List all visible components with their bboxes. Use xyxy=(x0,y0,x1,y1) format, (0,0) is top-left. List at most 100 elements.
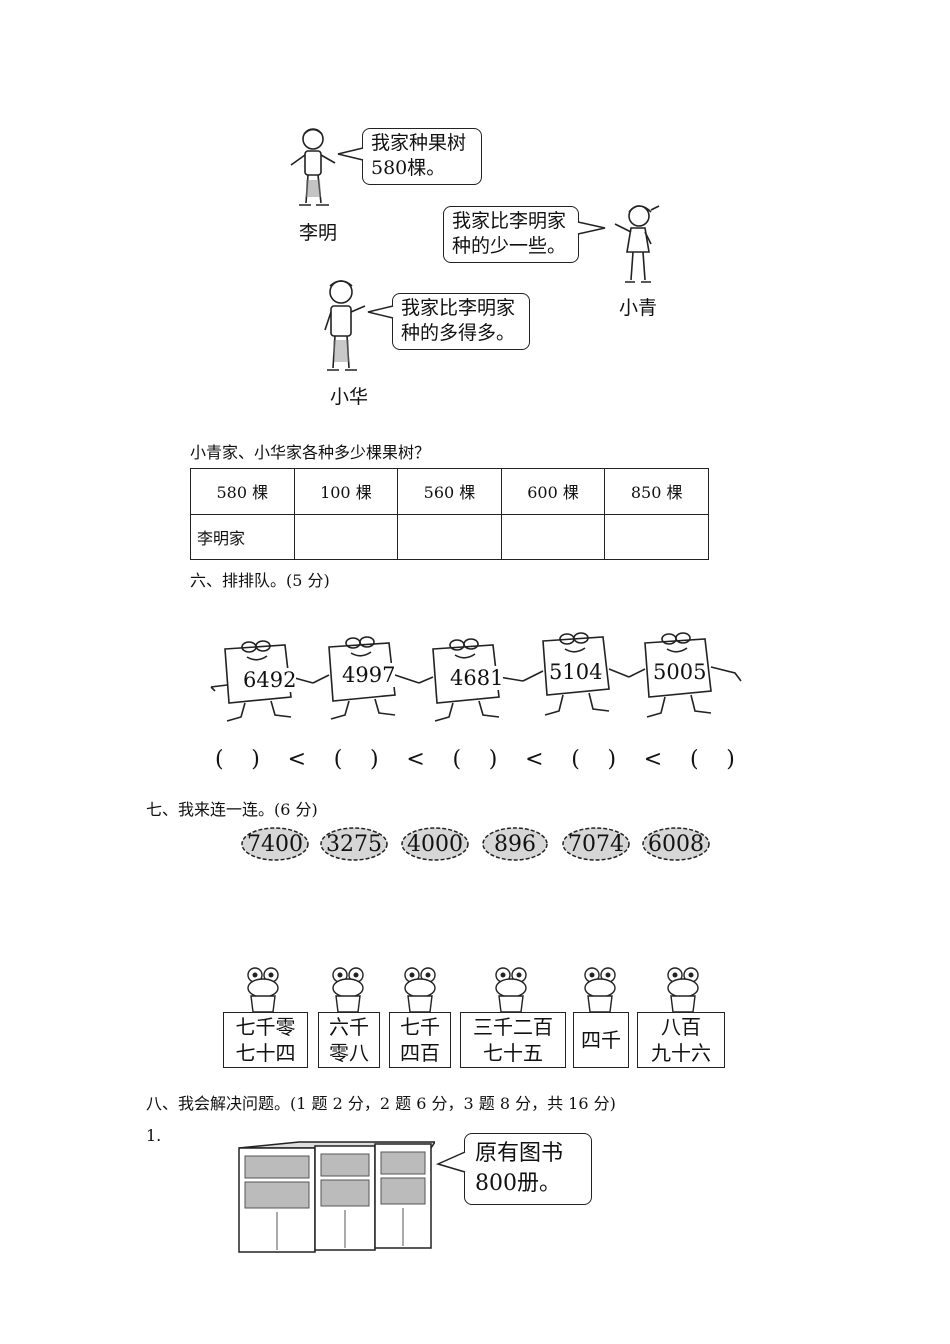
open-paren: ( xyxy=(333,747,343,772)
speech-bubble-books: 原有图书 800册。 xyxy=(464,1133,592,1205)
answer-cell[interactable] xyxy=(500,513,606,560)
card-line-1: 三千二百 xyxy=(473,1015,553,1039)
close-paren: ) xyxy=(370,747,379,772)
card-line-2: 零八 xyxy=(329,1041,369,1065)
bubble-line-1: 原有图书 xyxy=(475,1141,564,1166)
bubble-line-1: 我家比李明家 xyxy=(401,297,516,319)
less-than-sign: < xyxy=(643,747,663,772)
number-card-4681: 4681 xyxy=(450,666,504,690)
less-than-sign: < xyxy=(406,747,425,772)
number-card-4997: 4997 xyxy=(342,663,396,687)
name-xiaohua: 小华 xyxy=(330,386,369,408)
table-cell: 600 棵 xyxy=(500,468,606,515)
speech-bubble-liming: 我家种果树 580棵。 xyxy=(362,128,482,185)
name-xiaoqing: 小青 xyxy=(619,297,658,319)
cloud-number: 896 xyxy=(494,831,536,857)
bookshelf-illustration xyxy=(238,1141,435,1253)
number-cloud-7074[interactable]: 7074 xyxy=(561,826,631,862)
boy-xiaohua-figure xyxy=(324,280,366,371)
frog-icon xyxy=(667,967,699,1013)
cloud-number: 7074 xyxy=(568,831,624,857)
answer-table: 580 棵 100 棵 560 棵 600 棵 850 棵 李明家 xyxy=(190,468,709,560)
problem-number: 1. xyxy=(146,1126,162,1145)
word-card-2[interactable]: 六千 零八 xyxy=(318,1012,380,1068)
table-cell: 850 棵 xyxy=(604,468,709,515)
section-7-heading: 七、我来连一连。(6 分) xyxy=(146,800,318,819)
speech-bubble-xiaoqing: 我家比李明家 种的少一些。 xyxy=(443,206,579,263)
number-cloud-896[interactable]: 896 xyxy=(481,826,549,862)
answer-cell[interactable] xyxy=(604,513,709,560)
question-text: 小青家、小华家各种多少棵果树？ xyxy=(190,443,431,462)
cloud-number: 7400 xyxy=(247,831,303,857)
cloud-number: 4000 xyxy=(407,831,463,857)
cloud-shape xyxy=(401,827,469,861)
open-paren: ( xyxy=(215,747,224,772)
table-row-label: 李明家 xyxy=(190,513,295,560)
card-line-2: 七十五 xyxy=(483,1041,543,1065)
close-paren: ) xyxy=(488,747,498,772)
open-paren: ( xyxy=(689,747,699,772)
card-line-2: 七十四 xyxy=(235,1041,296,1065)
table-cell: 100 棵 xyxy=(293,468,399,515)
cloud-number: 3275 xyxy=(326,831,382,857)
bubble-tail xyxy=(577,221,606,235)
card-line-2: 九十六 xyxy=(651,1041,711,1065)
table-row: 李明家 xyxy=(190,513,709,560)
cloud-number: 6008 xyxy=(648,831,704,857)
close-paren: ) xyxy=(726,747,735,772)
section-6-heading: 六、排排队。(5 分) xyxy=(190,571,330,590)
section-8-heading: 八、我会解决问题。(1 题 2 分，2 题 6 分，3 题 8 分，共 16 分… xyxy=(146,1094,616,1113)
less-than-sign: < xyxy=(287,747,307,772)
frog-icon xyxy=(404,967,436,1013)
number-cloud-4000[interactable]: 4000 xyxy=(400,826,470,862)
ordering-answer-row: ( ) < ( ) < ( ) < ( ) < ( ) xyxy=(215,747,735,772)
frog-icon xyxy=(584,967,616,1013)
bubble-tail xyxy=(337,147,364,161)
word-card-4[interactable]: 三千二百 七十五 xyxy=(460,1012,566,1068)
frog-icon xyxy=(247,967,279,1013)
number-card-5104: 5104 xyxy=(549,660,603,684)
less-than-sign: < xyxy=(525,747,544,772)
speech-bubble-xiaohua: 我家比李明家 种的多得多。 xyxy=(392,293,530,350)
card-line-1: 六千 xyxy=(329,1015,369,1039)
close-paren: ) xyxy=(607,747,617,772)
bubble-line-1: 我家比李明家 xyxy=(452,210,567,232)
frog-icon xyxy=(495,967,527,1013)
close-paren: ) xyxy=(251,747,260,772)
frog-icon xyxy=(332,967,364,1013)
table-cell: 580 棵 xyxy=(190,468,295,515)
cloud-shape xyxy=(642,827,710,861)
bubble-line-2: 种的多得多。 xyxy=(401,322,516,344)
number-card-6492: 6492 xyxy=(243,668,297,692)
number-card-5005: 5005 xyxy=(653,660,707,684)
bubble-line-2: 580棵。 xyxy=(371,157,446,179)
boy-liming-figure xyxy=(290,128,336,206)
bubble-tail xyxy=(367,305,394,319)
bubble-tail xyxy=(436,1151,466,1173)
word-card-6[interactable]: 八百 九十六 xyxy=(637,1012,725,1068)
bubble-line-2: 800册。 xyxy=(475,1171,561,1196)
table-cell: 560 棵 xyxy=(397,468,502,515)
word-card-1[interactable]: 七千零 七十四 xyxy=(223,1012,308,1068)
bubble-line-1: 我家种果树 xyxy=(371,132,467,154)
cloud-shape xyxy=(482,827,548,861)
card-line-1: 八百 xyxy=(661,1015,701,1039)
number-cloud-3275[interactable]: 3275 xyxy=(319,826,389,862)
number-cloud-7400[interactable]: 7400 xyxy=(240,826,310,862)
open-paren: ( xyxy=(452,747,462,772)
open-paren: ( xyxy=(571,747,580,772)
cloud-shape xyxy=(320,827,388,861)
answer-cell[interactable] xyxy=(293,513,399,560)
answer-cell[interactable] xyxy=(397,513,502,560)
word-card-5[interactable]: 四千 xyxy=(573,1012,629,1068)
girl-xiaoqing-figure xyxy=(614,205,660,283)
word-card-3[interactable]: 七千 四百 xyxy=(389,1012,451,1068)
card-line-1: 七千 xyxy=(400,1015,440,1039)
bubble-line-2: 种的少一些。 xyxy=(452,235,567,257)
card-line-1: 四千 xyxy=(581,1028,621,1052)
cloud-shape xyxy=(241,827,309,861)
name-liming: 李明 xyxy=(299,222,338,244)
number-cloud-6008[interactable]: 6008 xyxy=(641,826,711,862)
cloud-shape xyxy=(562,827,630,861)
table-row: 580 棵 100 棵 560 棵 600 棵 850 棵 xyxy=(190,468,709,515)
